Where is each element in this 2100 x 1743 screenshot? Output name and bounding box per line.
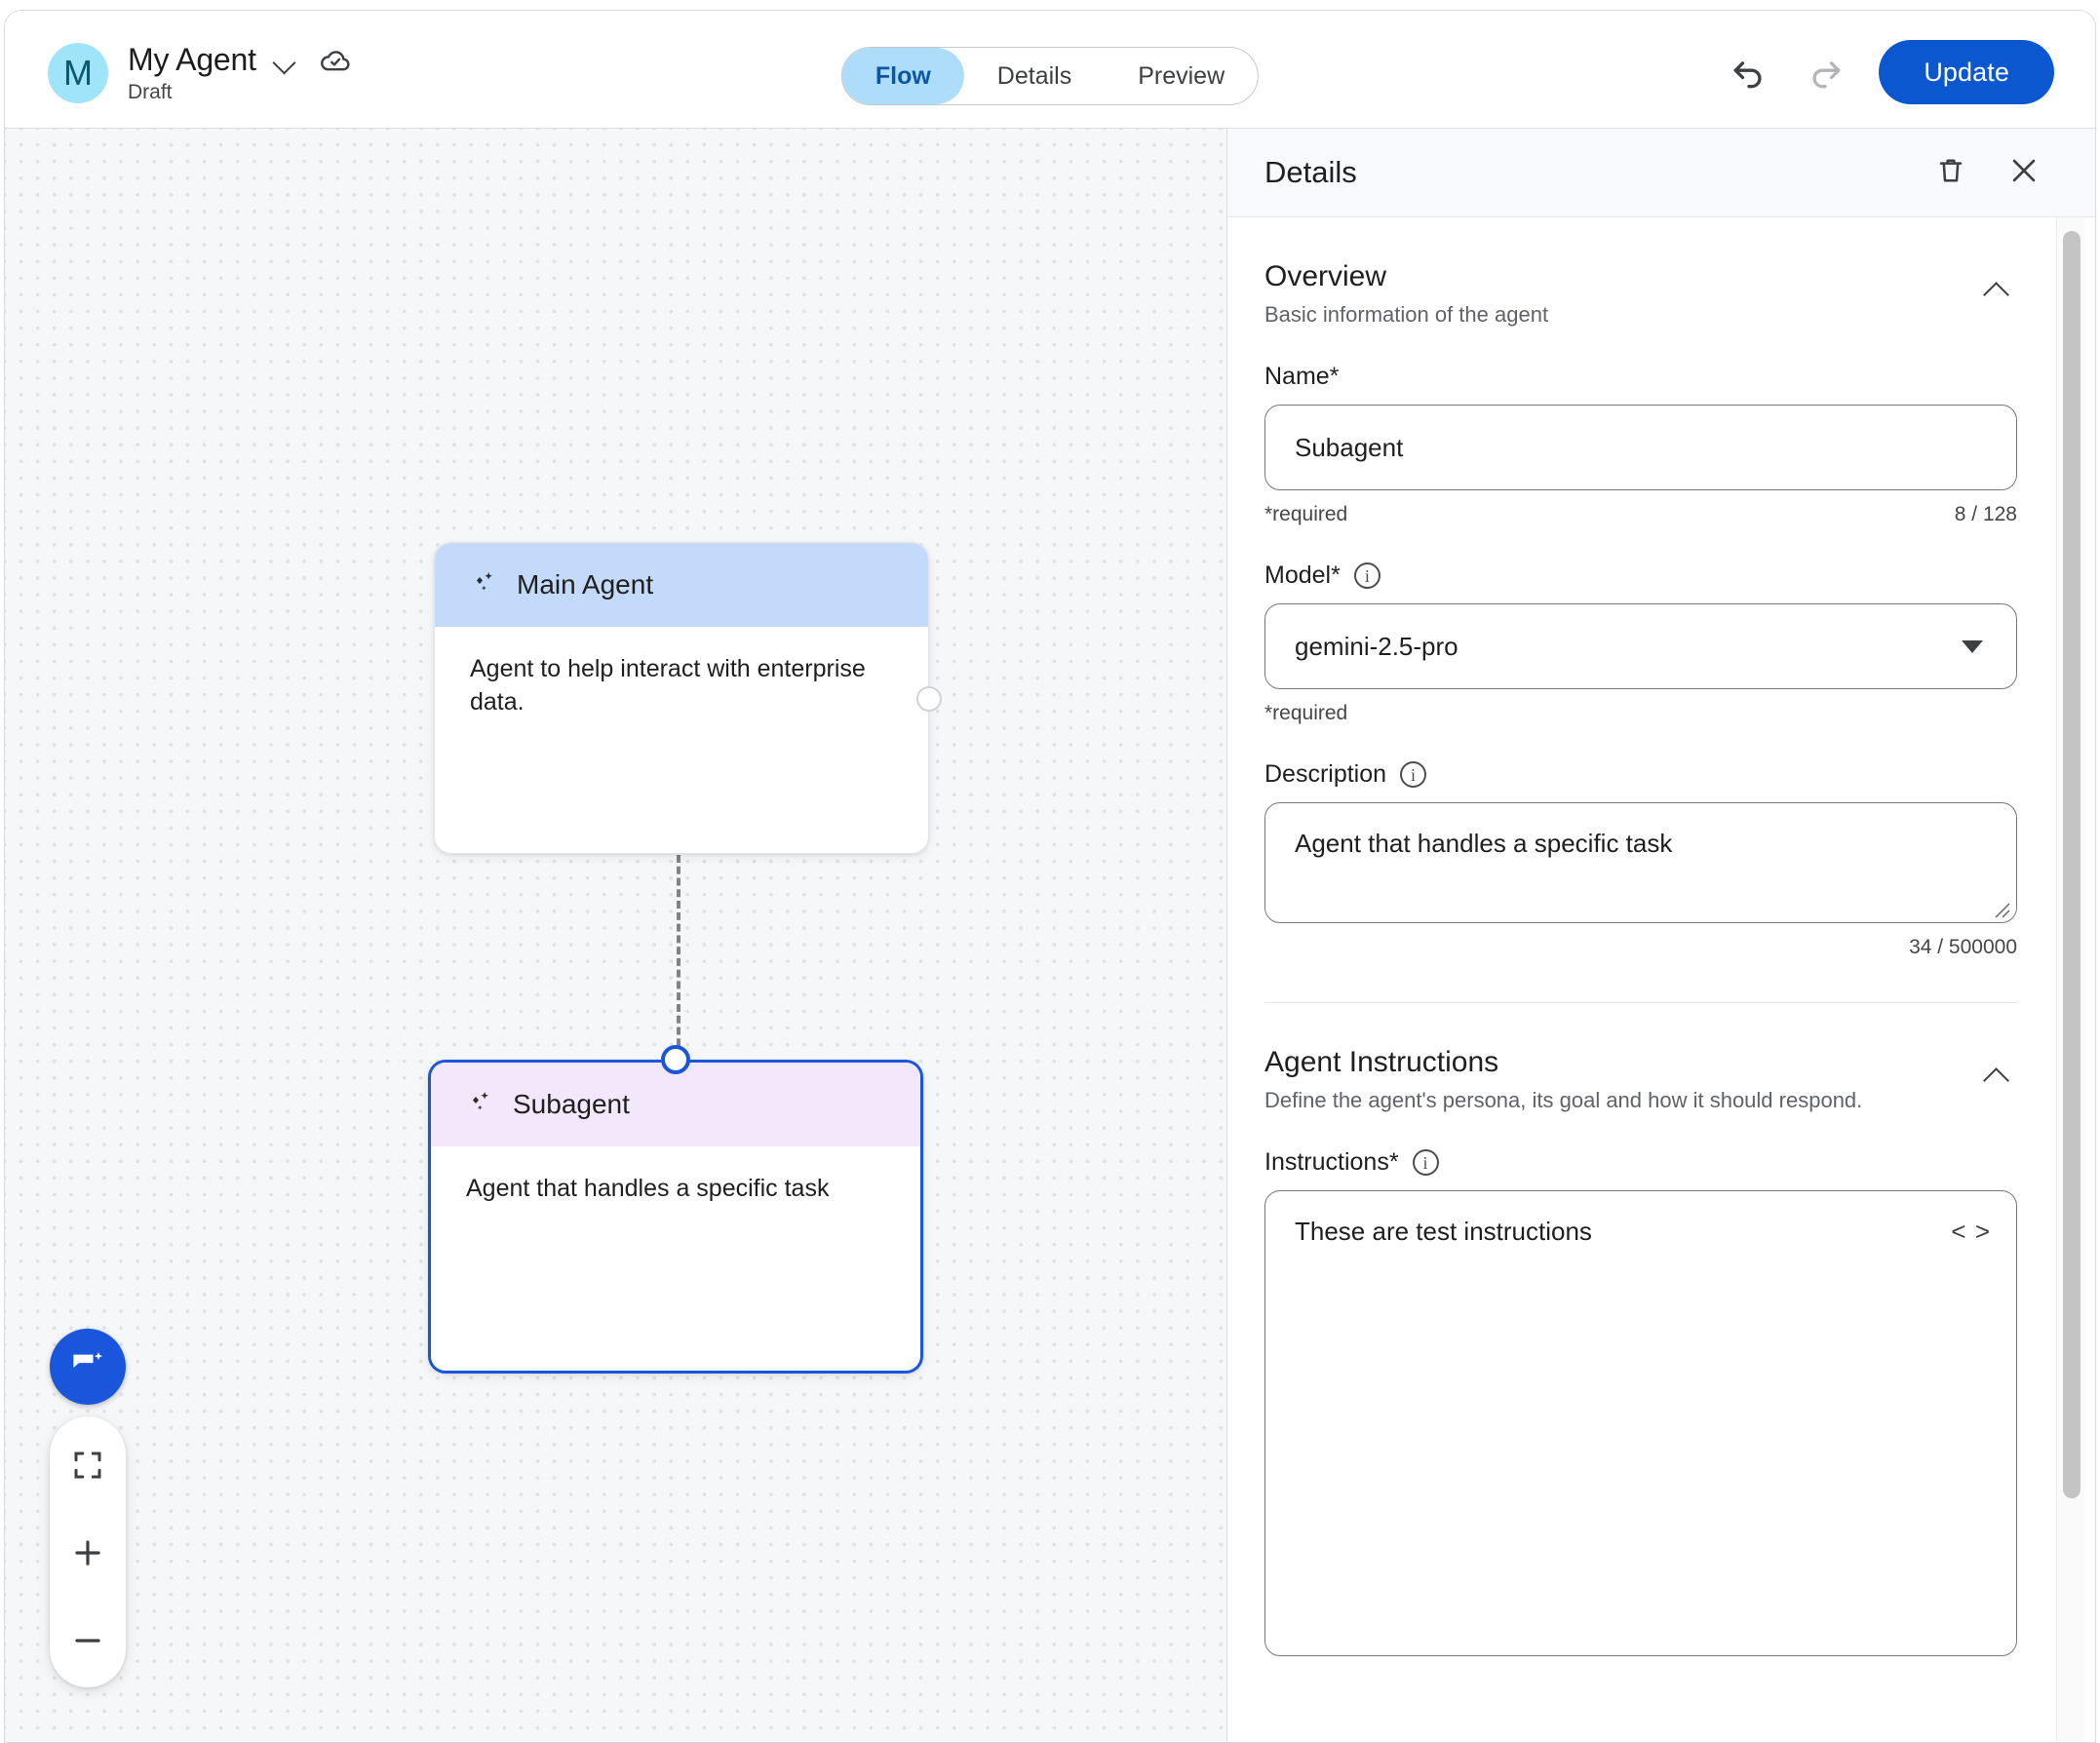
field-label-instructions: Instructions* (1264, 1148, 1399, 1176)
details-scrollbar-thumb[interactable] (2063, 231, 2081, 1498)
ai-chat-button[interactable] (50, 1329, 126, 1405)
sparkle-icon (470, 568, 499, 602)
name-counter: 8 / 128 (1954, 503, 2017, 525)
field-label-model: Model* (1264, 562, 1341, 589)
tab-preview[interactable]: Preview (1138, 61, 1225, 90)
app-window: M My Agent Draft Flow Details Pr (4, 10, 2096, 1743)
description-value: Agent that handles a specific task (1295, 829, 1673, 858)
section-title: Agent Instructions (1264, 1046, 1499, 1078)
fit-to-screen-icon[interactable] (60, 1438, 115, 1492)
status-badge: Draft (128, 81, 173, 103)
instructions-textarea[interactable]: These are test instructions < > (1264, 1190, 2017, 1656)
section-agent-instructions-header[interactable]: Agent Instructions Define the agent's pe… (1264, 1003, 2017, 1113)
chevron-up-icon[interactable] (1980, 1060, 2013, 1093)
tab-details[interactable]: Details (996, 61, 1072, 90)
update-button[interactable]: Update (1879, 40, 2054, 104)
section-overview-header[interactable]: Overview Basic information of the agent (1264, 217, 2017, 328)
node-connector-edge (677, 855, 681, 1058)
agent-brand: M My Agent Draft (48, 42, 352, 104)
top-actions: Update (1723, 40, 2054, 104)
page-title: My Agent (128, 42, 256, 77)
details-scrollbar-track[interactable] (2056, 217, 2085, 1742)
section-divider (1264, 1002, 2017, 1003)
field-name: Name* Subagent *required 8 / 128 (1264, 363, 2017, 526)
code-brackets-icon[interactable]: < > (1951, 1217, 1991, 1246)
section-subtitle: Define the agent's persona, its goal and… (1264, 1088, 1863, 1112)
body: Main Agent Agent to help interact with e… (5, 129, 2095, 1742)
flow-node-description: Agent that handles a specific task (466, 1175, 830, 1202)
flow-node-subagent[interactable]: Subagent Agent that handles a specific t… (428, 1045, 923, 1374)
flow-node-title: Main Agent (517, 569, 654, 600)
tab-flow[interactable]: Flow (841, 48, 964, 104)
name-helper-text: *required (1264, 503, 1348, 525)
sparkle-icon (466, 1088, 495, 1122)
field-label-description: Description (1264, 760, 1387, 788)
chevron-up-icon[interactable] (1980, 274, 2013, 307)
undo-icon[interactable] (1723, 47, 1773, 97)
info-icon[interactable]: i (1412, 1149, 1439, 1176)
view-tabs: Flow Details Preview (840, 47, 1260, 105)
description-counter: 34 / 500000 (1909, 936, 2017, 958)
field-description: Description i Agent that handles a speci… (1264, 760, 2017, 959)
field-instructions: Instructions* i These are test instructi… (1264, 1148, 2017, 1656)
node-handle-right[interactable] (916, 686, 942, 712)
details-panel: Details (1227, 129, 2095, 1742)
details-panel-scroll-area[interactable]: Overview Basic information of the agent … (1227, 217, 2095, 1742)
flow-node-main-agent[interactable]: Main Agent Agent to help interact with e… (434, 542, 942, 854)
resize-handle[interactable] (1990, 896, 2011, 918)
field-model: Model* i gemini-2.5-pro *required (1264, 562, 2017, 725)
top-bar: M My Agent Draft Flow Details Pr (5, 11, 2095, 129)
flow-canvas[interactable]: Main Agent Agent to help interact with e… (5, 129, 1227, 1742)
field-label-name: Name* (1264, 363, 1340, 390)
delete-icon[interactable] (1935, 155, 1966, 191)
model-select-value: gemini-2.5-pro (1295, 631, 1458, 661)
zoom-controls (50, 1416, 126, 1687)
chevron-down-icon[interactable] (272, 48, 297, 73)
instructions-value: These are test instructions (1295, 1217, 1592, 1246)
model-select[interactable]: gemini-2.5-pro (1264, 603, 2017, 689)
name-input[interactable]: Subagent (1264, 405, 2017, 490)
redo-icon[interactable] (1801, 47, 1851, 97)
details-panel-header: Details (1227, 129, 2095, 217)
details-panel-title: Details (1264, 155, 1357, 189)
flow-node-title: Subagent (513, 1089, 630, 1119)
section-subtitle: Basic information of the agent (1264, 302, 1549, 327)
cloud-done-icon (319, 44, 352, 77)
info-icon[interactable]: i (1400, 761, 1427, 788)
flow-node-description: Agent to help interact with enterprise d… (470, 655, 866, 716)
avatar: M (48, 43, 108, 103)
info-icon[interactable]: i (1353, 562, 1381, 589)
description-textarea[interactable]: Agent that handles a specific task (1264, 802, 2017, 923)
chevron-down-icon (1962, 639, 1983, 653)
model-helper-text: *required (1264, 702, 1348, 724)
close-icon[interactable] (2007, 154, 2041, 192)
zoom-out-icon[interactable] (60, 1613, 115, 1668)
node-handle-top[interactable] (661, 1045, 690, 1074)
section-title: Overview (1264, 260, 1387, 292)
zoom-in-icon[interactable] (60, 1526, 115, 1580)
